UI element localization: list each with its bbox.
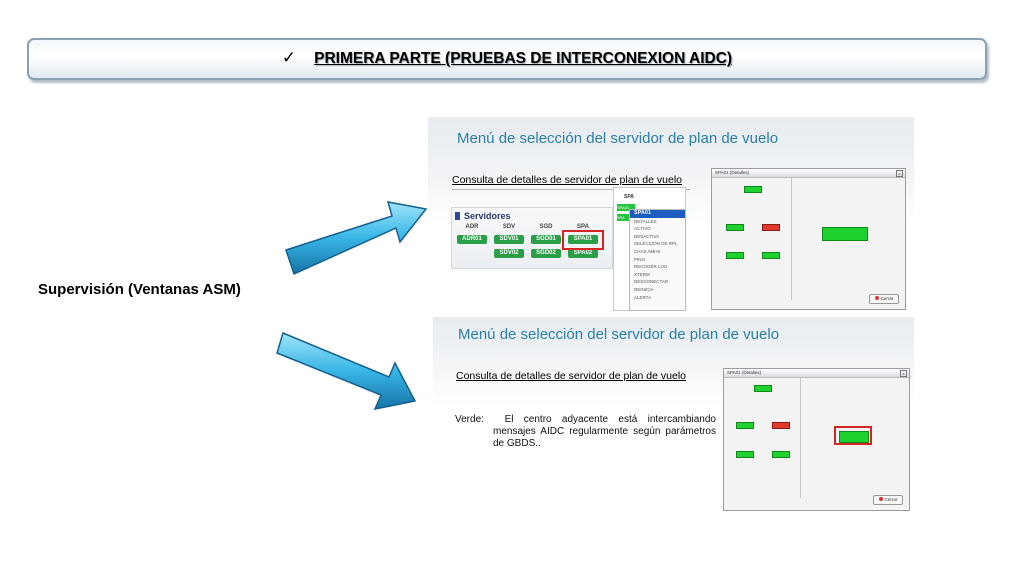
menu-item[interactable]: SELECCIÓN DE RPL bbox=[634, 241, 678, 247]
checkmark-icon: ✓ bbox=[281, 48, 297, 67]
highlight-box bbox=[834, 426, 872, 445]
banner-content: ✓ PRIMERA PARTE (PRUEBAS DE INTERCONEXION… bbox=[29, 48, 985, 68]
node-indicator bbox=[736, 422, 754, 429]
menu-item[interactable]: DETALLES bbox=[634, 218, 657, 224]
column-header: SPA bbox=[577, 224, 589, 230]
divider bbox=[791, 178, 792, 300]
menu-item[interactable]: SPA01 bbox=[630, 210, 685, 218]
menu-item[interactable]: CHAS AMHS bbox=[634, 248, 661, 254]
arrow-icon bbox=[285, 201, 428, 276]
menu-item[interactable]: PING bbox=[634, 256, 646, 262]
menu-item[interactable]: ALERTA bbox=[634, 294, 652, 300]
window-titlebar: SPA01 (Detalles)x bbox=[724, 369, 909, 378]
node-indicator bbox=[744, 186, 762, 193]
server-button[interactable]: SDV02 bbox=[494, 249, 524, 258]
menu-title: Menú de selección del servidor de plan d… bbox=[457, 130, 779, 147]
server-tag: SPA01 bbox=[617, 204, 635, 211]
servidores-title: Servidores bbox=[455, 211, 511, 221]
details-window: SPA01 (Detalles)x Cerrar bbox=[723, 368, 910, 511]
consulta-heading: Consulta de detalles de servidor de plan… bbox=[452, 174, 682, 186]
server-button[interactable]: SDV01 bbox=[494, 235, 524, 244]
server-tag: SPA bbox=[617, 214, 635, 221]
menu-item[interactable]: REINICIA bbox=[634, 286, 654, 292]
menu-item[interactable]: DESACTIVA bbox=[634, 233, 660, 239]
node-indicator bbox=[839, 431, 869, 443]
context-header: SPA bbox=[624, 194, 634, 200]
close-icon[interactable]: x bbox=[896, 170, 903, 177]
close-icon[interactable]: x bbox=[900, 370, 907, 377]
server-button[interactable]: SGD02 bbox=[531, 249, 561, 258]
menu-item[interactable]: ACTIVO bbox=[634, 226, 651, 232]
slide-screenshot-1: Menú de selección del servidor de plan d… bbox=[428, 117, 914, 313]
consulta-heading: Consulta de detalles de servidor de plan… bbox=[456, 370, 686, 382]
server-button[interactable]: SGD01 bbox=[531, 235, 561, 244]
divider bbox=[452, 189, 690, 190]
title-banner: ✓ PRIMERA PARTE (PRUEBAS DE INTERCONEXION… bbox=[27, 38, 987, 80]
arrow-icon bbox=[276, 331, 417, 411]
column-header: SDV bbox=[502, 224, 516, 230]
cerrar-button[interactable]: Cerrar bbox=[869, 294, 899, 304]
server-button[interactable]: SPA01 bbox=[568, 235, 598, 244]
node-indicator bbox=[754, 385, 772, 392]
window-titlebar: SPA01 (Detalles)x bbox=[712, 169, 905, 178]
column-header: SGD bbox=[539, 224, 553, 230]
context-menu-panel: SPA SPA01 SPA SPA01 DETALLES ACTIVO DESA… bbox=[613, 187, 686, 311]
menu-title: Menú de selección del servidor de plan d… bbox=[458, 326, 780, 343]
menu-item[interactable]: RECOGER LOG bbox=[634, 264, 668, 270]
verde-first-line: Verde: El centro adyacente está intercam… bbox=[455, 414, 716, 425]
context-menu: SPA01 DETALLES ACTIVO DESACTIVA SELECCIÓ… bbox=[629, 209, 686, 311]
node-indicator bbox=[822, 227, 868, 241]
menu-item[interactable]: DESCONECTAR bbox=[634, 279, 669, 285]
highlight-box bbox=[562, 230, 604, 250]
cerrar-button[interactable]: Cerrar bbox=[873, 495, 903, 505]
node-indicator bbox=[736, 451, 754, 458]
column-header: ADR bbox=[465, 224, 479, 230]
verde-description: Verde: El centro adyacente está intercam… bbox=[455, 414, 716, 450]
slide-screenshot-2: Menú de selección del servidor de plan d… bbox=[433, 317, 914, 520]
node-indicator bbox=[772, 422, 790, 429]
server-button[interactable]: SPA02 bbox=[568, 249, 598, 258]
node-indicator bbox=[726, 224, 744, 231]
node-indicator bbox=[772, 451, 790, 458]
verde-rest: mensajes AIDC regularmente según parámet… bbox=[493, 426, 716, 449]
divider bbox=[800, 378, 801, 498]
node-indicator bbox=[762, 252, 780, 259]
node-indicator bbox=[762, 224, 780, 231]
details-window: SPA01 (Detalles)x Cerrar bbox=[711, 168, 906, 310]
servidores-panel: Servidores ADR SDV SGD SPA ADR01 SDV01 S… bbox=[451, 207, 613, 269]
node-indicator bbox=[726, 252, 744, 259]
banner-title: PRIMERA PARTE (PRUEBAS DE INTERCONEXION … bbox=[314, 50, 733, 67]
menu-item[interactable]: XTERM bbox=[634, 271, 650, 277]
supervision-label: Supervisión (Ventanas ASM) bbox=[38, 281, 241, 298]
server-button[interactable]: ADR01 bbox=[457, 235, 487, 244]
